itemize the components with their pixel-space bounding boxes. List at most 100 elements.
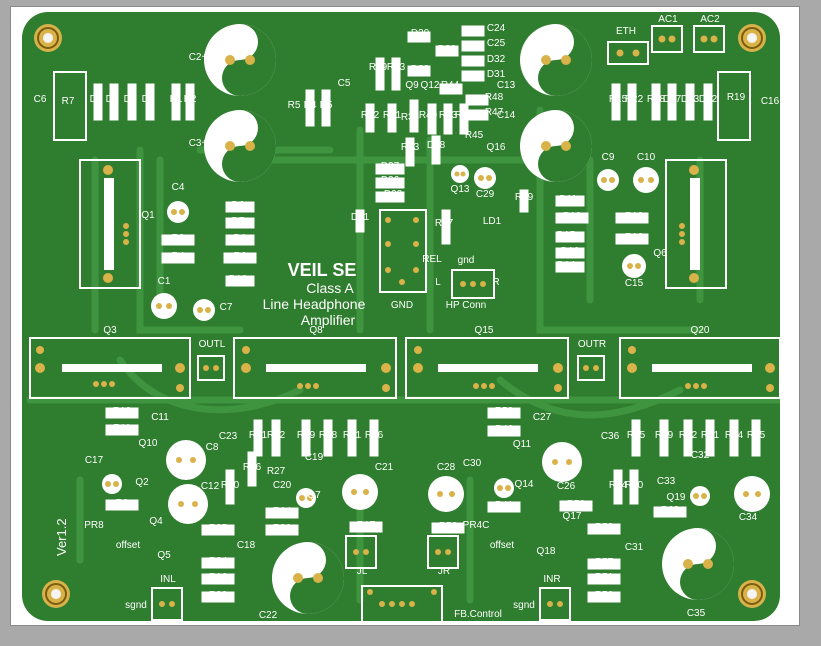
component-label: C21	[375, 462, 394, 473]
component-label: D7	[232, 216, 245, 227]
component-label: D15	[557, 230, 576, 241]
mounting-holes	[34, 24, 766, 608]
pcb-drawing: VEIL SE Class A Line Headphone Amplifier…	[26, 14, 780, 621]
component-label: R56	[595, 590, 614, 601]
component-label: INR	[543, 574, 560, 585]
component-label: R52	[439, 521, 458, 532]
component-label: C6	[34, 94, 47, 105]
component-label: C33	[657, 476, 676, 487]
component-label: C28	[437, 462, 456, 473]
component-label: JR	[438, 566, 450, 577]
component-label: Q3	[103, 325, 117, 336]
component-label: R17	[357, 520, 376, 531]
component-label: D26	[381, 175, 400, 186]
component-label: R64	[725, 430, 744, 441]
component-label: R51	[595, 572, 614, 583]
component-label: R27	[267, 466, 286, 477]
component-label: R47	[485, 107, 504, 118]
component-label: R22	[625, 94, 644, 105]
component-label: C24	[487, 23, 506, 34]
component-label: C20	[273, 480, 292, 491]
component-label: R63	[661, 505, 680, 516]
component-label: R24	[209, 556, 228, 567]
component-label: R25	[209, 523, 228, 534]
component-label: R21	[249, 430, 268, 441]
component-label: C14	[497, 110, 516, 121]
component-label: C23	[219, 431, 238, 442]
component-label: D17	[663, 94, 682, 105]
component-label: R16	[209, 572, 228, 583]
large-capacitors	[204, 24, 734, 614]
component-label: R37	[435, 218, 454, 229]
component-label: AC1	[658, 14, 678, 25]
component-label: R18	[647, 94, 666, 105]
component-label: C5	[338, 78, 351, 89]
component-label: C7	[220, 302, 233, 313]
component-label: R36	[365, 430, 384, 441]
pcb-board[interactable]: VEIL SE Class A Line Headphone Amplifier…	[22, 12, 780, 621]
component-label: FB.Control	[454, 609, 502, 620]
component-label: C9	[602, 152, 615, 163]
component-label: R9	[116, 498, 129, 509]
component-label: AC2	[700, 14, 720, 25]
component-label: R19	[369, 62, 388, 73]
component-label: Q8	[309, 325, 323, 336]
component-label: D29	[411, 64, 430, 75]
component-label: R59	[655, 430, 674, 441]
component-label: D20	[411, 28, 430, 39]
component-label: C11	[151, 412, 169, 423]
component-label: D10	[229, 274, 248, 285]
component-label: R3	[172, 233, 185, 244]
component-label: R30	[273, 523, 292, 534]
component-label: C3+	[189, 138, 208, 149]
component-label: C4	[172, 182, 185, 193]
component-label: C32	[691, 450, 710, 461]
component-label: D9	[106, 94, 119, 105]
component-label: D3	[142, 94, 155, 105]
component-label: D13	[681, 94, 700, 105]
component-label: Q5	[157, 550, 171, 561]
component-label: R62	[679, 430, 698, 441]
component-label: sgnd	[513, 600, 535, 611]
component-label: R39	[515, 192, 534, 203]
component-label: R6	[234, 251, 247, 262]
component-label: R22	[267, 430, 286, 441]
component-label: gnd	[458, 255, 475, 266]
component-label: D6	[232, 200, 245, 211]
heatsink-pads	[35, 165, 775, 392]
component-label: Q2	[135, 477, 149, 488]
component-label: Q20	[691, 325, 710, 336]
component-label: R18	[113, 406, 132, 417]
component-label: R31	[343, 430, 362, 441]
component-label: R65	[747, 430, 766, 441]
copper-traces	[26, 106, 780, 604]
component-label: C10	[637, 152, 656, 163]
component-label: JL	[357, 566, 368, 577]
component-label: Q12	[421, 80, 440, 91]
component-label: R4	[172, 251, 185, 262]
component-label: D12	[699, 94, 718, 105]
component-label: R53	[495, 406, 514, 417]
component-label: C17	[85, 455, 104, 466]
component-label: Q14	[515, 479, 534, 490]
component-label: C18	[237, 540, 256, 551]
component-label: R15	[609, 94, 628, 105]
component-label: R48	[485, 92, 504, 103]
component-label: D8	[90, 94, 103, 105]
component-label: R26	[243, 462, 262, 473]
component-label: C29	[476, 189, 495, 200]
component-label: R50	[567, 499, 586, 510]
component-label: D2	[124, 94, 137, 105]
component-label: C2+	[189, 52, 208, 63]
component-label: R	[492, 277, 499, 288]
component-label: D27	[381, 161, 400, 172]
component-label: OUTL	[199, 339, 226, 350]
component-label: R60	[625, 480, 644, 491]
component-label: D14	[557, 260, 576, 271]
board-version: Ver1.2	[54, 518, 69, 556]
component-label: PR8	[84, 520, 104, 531]
component-label: Q19	[667, 492, 686, 503]
board-subtitle-3: Amplifier	[301, 312, 356, 328]
component-label: C34	[739, 512, 758, 523]
